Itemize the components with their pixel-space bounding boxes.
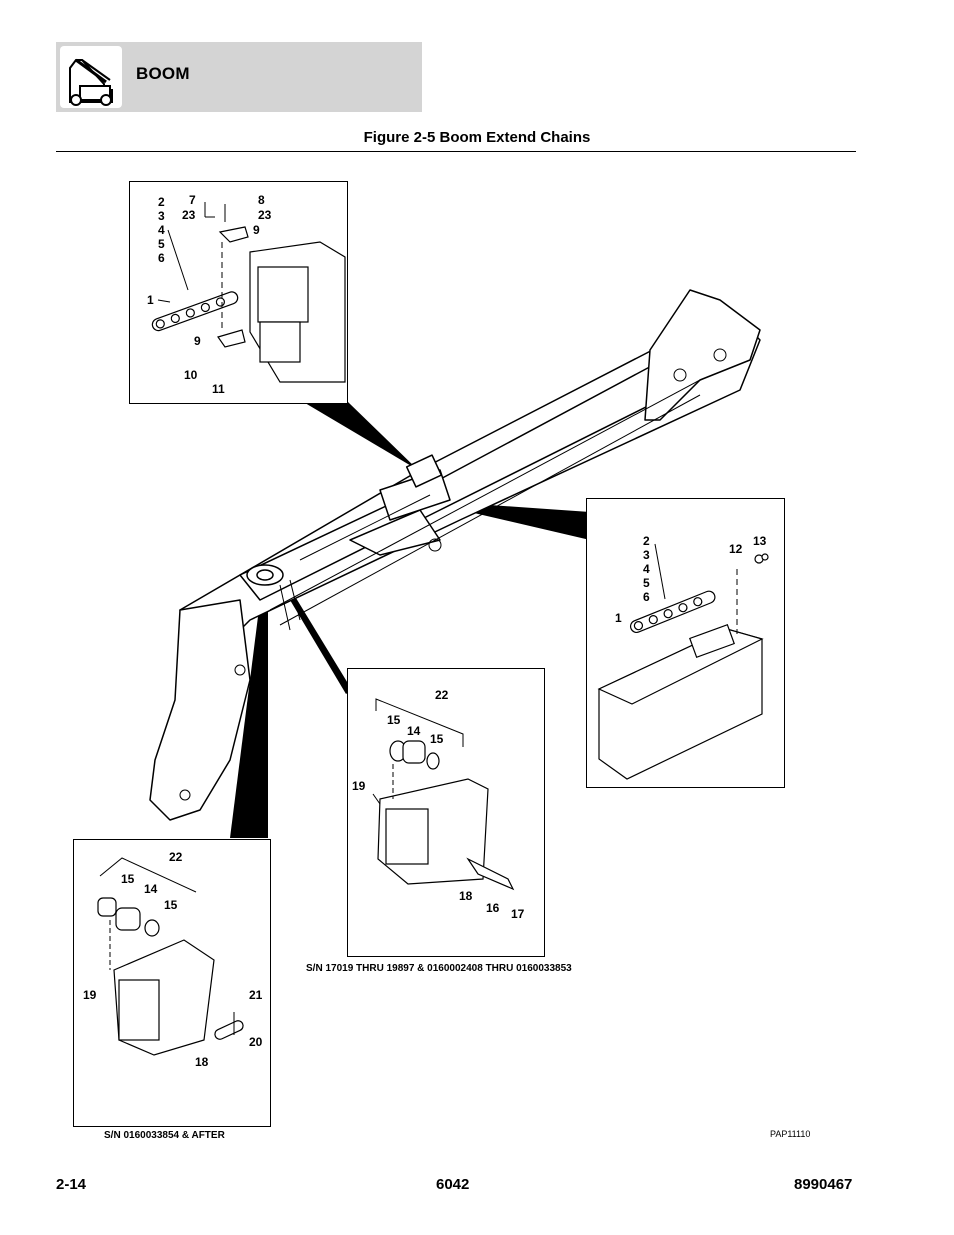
- callout-2: 2: [643, 534, 650, 548]
- inset-chain-anchor-right: 2 3 4 5 6 12 13 1: [586, 498, 785, 788]
- callout-9b: 9: [194, 334, 201, 348]
- callout-6: 6: [158, 251, 165, 265]
- telehandler-boom-icon: [60, 46, 122, 108]
- callout-19: 19: [83, 988, 97, 1002]
- inset-sheave-early: 22 15 14 15 19 18 16 17: [347, 668, 545, 957]
- callout-23a: 23: [182, 208, 196, 222]
- callout-1: 1: [615, 611, 622, 625]
- callout-14: 14: [407, 724, 421, 738]
- callout-3: 3: [643, 548, 650, 562]
- serial-note-late: S/N 0160033854 & AFTER: [104, 1130, 225, 1141]
- document-number: 8990467: [794, 1176, 853, 1193]
- callout-8: 8: [258, 193, 265, 207]
- callout-14: 14: [144, 882, 158, 896]
- callout-5: 5: [158, 237, 165, 251]
- section-title: BOOM: [136, 64, 190, 83]
- callout-5: 5: [643, 576, 650, 590]
- inset-chain-anchor-top: 2 3 4 5 6 7 23 8 23 9 1 9 10 11: [129, 181, 348, 404]
- header-band: BOOM: [56, 42, 422, 112]
- callout-13: 13: [753, 534, 767, 548]
- callout-3: 3: [158, 209, 165, 223]
- art-number: PAP11110: [770, 1129, 811, 1139]
- inset-sheave-late: 22 15 14 15 19 21 20 18: [73, 839, 271, 1127]
- callout-1: 1: [147, 293, 154, 307]
- callout-20: 20: [249, 1035, 263, 1049]
- callout-18: 18: [459, 889, 473, 903]
- callout-15b: 15: [164, 898, 178, 912]
- callout-22: 22: [169, 850, 183, 864]
- callout-10: 10: [184, 368, 198, 382]
- model-number: 6042: [436, 1176, 470, 1193]
- serial-note-early: S/N 17019 THRU 19897 & 0160002408 THRU 0…: [306, 963, 572, 974]
- page-number: 2-14: [56, 1176, 87, 1193]
- callout-11: 11: [212, 382, 225, 396]
- callout-12: 12: [729, 542, 743, 556]
- callout-6: 6: [643, 590, 650, 604]
- callout-15a: 15: [121, 872, 135, 886]
- callout-15b: 15: [430, 732, 444, 746]
- callout-19: 19: [352, 779, 366, 793]
- callout-4: 4: [643, 562, 650, 576]
- callout-4: 4: [158, 223, 165, 237]
- callout-9a: 9: [253, 223, 260, 237]
- callout-22: 22: [435, 688, 449, 702]
- figure-title: Figure 2-5 Boom Extend Chains: [363, 129, 591, 146]
- callout-7: 7: [189, 193, 196, 207]
- callout-17: 17: [511, 907, 525, 921]
- callout-18: 18: [195, 1055, 209, 1069]
- callout-16: 16: [486, 901, 500, 915]
- callout-23b: 23: [258, 208, 272, 222]
- callout-21: 21: [249, 988, 263, 1002]
- header-rule: [56, 151, 856, 152]
- callout-15a: 15: [387, 713, 401, 727]
- callout-2: 2: [158, 195, 165, 209]
